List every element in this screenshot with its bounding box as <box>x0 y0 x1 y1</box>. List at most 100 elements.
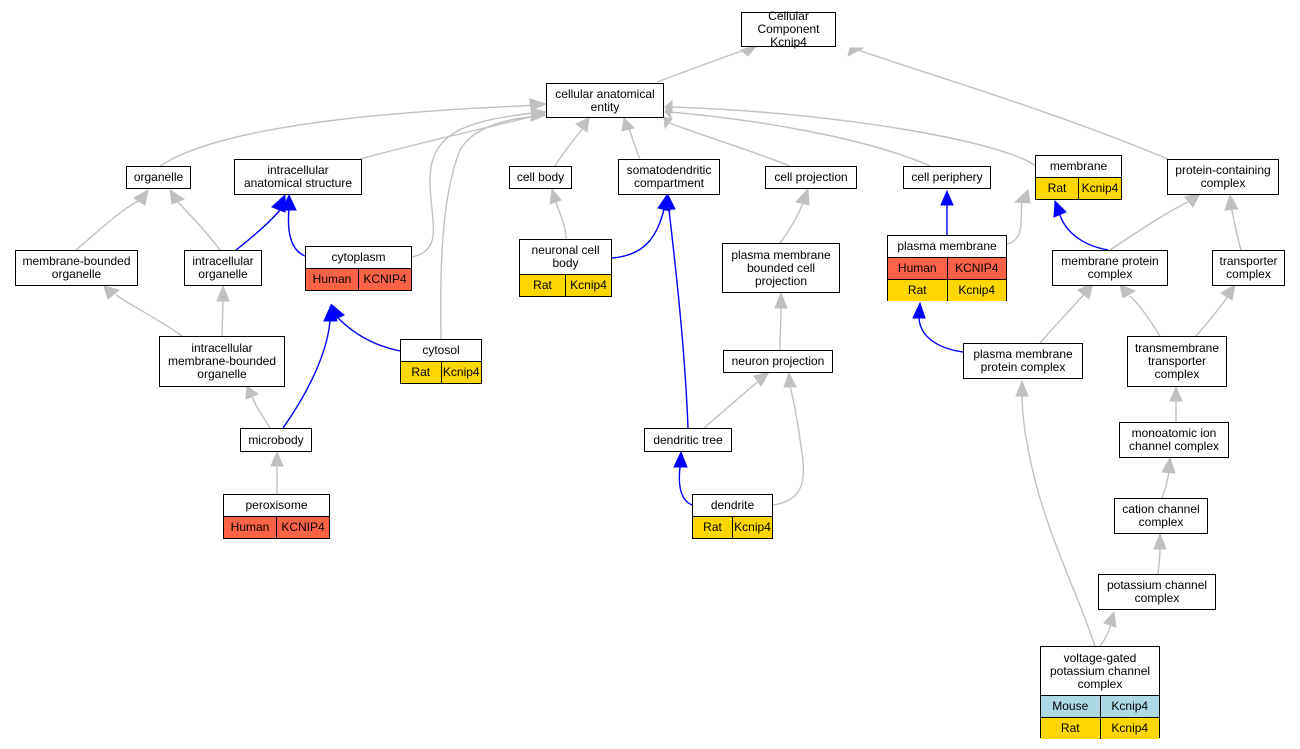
node-microbody[interactable]: microbody <box>240 428 312 452</box>
node-label: neuronal cell body <box>531 243 600 270</box>
node-plasma-membrane-bounded-cell-projection[interactable]: plasma membrane bounded cell projection <box>722 243 840 293</box>
edge-line <box>1161 470 1170 499</box>
node-potassium-channel-complex[interactable]: potassium channel complex <box>1098 574 1216 610</box>
node-cellular-component[interactable]: Cellular Component Kcnip4 <box>741 9 836 49</box>
edge-arrowhead <box>1224 193 1239 211</box>
gene-cell: Kcnip4 <box>440 362 482 383</box>
edge-arrowhead <box>673 450 688 468</box>
node-cellular-anatomical-entity[interactable]: cellular anatomical entity <box>546 83 664 118</box>
edge-line <box>1006 199 1023 245</box>
node-transporter-complex[interactable]: transporter complex <box>1212 250 1285 286</box>
edge-line <box>611 209 665 259</box>
edge-line <box>411 111 543 258</box>
node-label: Cellular Component Kcnip4 <box>757 9 820 49</box>
edge-arrowhead <box>753 371 771 387</box>
edge-line <box>669 122 791 167</box>
gene-cell: Kcnip4 <box>946 280 1007 301</box>
node-organelle[interactable]: organelle <box>126 166 191 189</box>
edge-arrowhead <box>1015 379 1029 397</box>
node-label: cellular anatomical entity <box>555 86 655 114</box>
gene-cell: KCNIP4 <box>358 269 411 290</box>
node-cation-channel-complex[interactable]: cation channel complex <box>1114 498 1208 534</box>
edge-arrowhead <box>774 291 788 309</box>
node-label: membrane protein complex <box>1061 254 1159 281</box>
edge-line <box>177 201 221 251</box>
edge-line <box>1059 214 1109 251</box>
node-label: organelle <box>133 170 184 184</box>
edge-line <box>115 294 183 337</box>
edge-line <box>554 126 585 167</box>
edge-line <box>779 306 782 351</box>
edge-line <box>287 208 306 257</box>
edge-arrowhead <box>662 193 676 211</box>
node-cell-body[interactable]: cell body <box>509 166 572 189</box>
node-label: cytosol <box>422 343 460 357</box>
node-intracellular-membrane-bounded-organelle[interactable]: intracellular membrane-bounded organelle <box>159 336 285 387</box>
node-monoatomic-ion-channel-complex[interactable]: monoatomic ion channel complex <box>1119 422 1229 458</box>
node-protein-containing-complex[interactable]: protein-containing complex <box>1167 159 1279 195</box>
node-plasma-membrane-protein-complex[interactable]: plasma membrane protein complex <box>963 343 1083 379</box>
node-label: intracellular organelle <box>192 254 254 281</box>
node-cell-periphery[interactable]: cell periphery <box>903 166 991 189</box>
edge-line <box>1099 624 1112 647</box>
edge-line <box>1195 295 1229 337</box>
edge-arrowhead <box>549 187 562 205</box>
edge-line <box>678 466 693 506</box>
node-label: cell body <box>516 170 565 184</box>
edge-arrowhead <box>133 189 149 206</box>
node-membrane-bounded-organelle[interactable]: membrane-bounded organelle <box>15 250 138 286</box>
node-dendritic-tree[interactable]: dendritic tree <box>644 428 732 452</box>
species-cell: Mouse <box>1052 699 1089 713</box>
edge-arrowhead <box>216 284 230 302</box>
edge-line <box>1157 547 1161 575</box>
edge-arrowhead <box>1220 284 1236 301</box>
node-membrane-protein-complex[interactable]: membrane protein complex <box>1052 250 1168 286</box>
species-cell: Human <box>230 520 270 534</box>
node-cytosol[interactable]: cytosol Rat Kcnip4 <box>400 339 482 384</box>
node-intracellular-organelle[interactable]: intracellular organelle <box>184 250 262 286</box>
node-somatodendritic-compartment[interactable]: somatodendritic compartment <box>618 159 720 195</box>
edge-arrowhead <box>1169 385 1183 402</box>
edge-line <box>703 379 761 429</box>
gene-cell: Kcnip4 <box>732 517 772 538</box>
node-label: membrane <box>1049 159 1108 173</box>
edge-line <box>779 202 804 244</box>
node-voltage-gated-potassium-channel-complex[interactable]: voltage-gated potassium channel complex … <box>1040 646 1160 739</box>
node-label: transmembrane transporter complex <box>1134 341 1220 381</box>
edge-line <box>857 49 1169 160</box>
node-cell-projection[interactable]: cell projection <box>765 166 857 189</box>
gene-cell: KCNIP4 <box>276 517 329 538</box>
species-cell: Rat <box>411 365 431 379</box>
edge-line <box>772 384 805 506</box>
edge-arrowhead <box>664 99 673 115</box>
edge-line <box>671 106 1037 167</box>
edge-arrowhead <box>1184 192 1201 208</box>
edge-arrowhead <box>530 109 548 122</box>
edge-arrowhead <box>330 303 345 322</box>
node-label: plasma membrane <box>897 239 997 253</box>
node-label: cytoplasm <box>331 250 386 264</box>
node-label: transporter complex <box>1219 254 1278 281</box>
edge-arrowhead <box>1153 532 1167 550</box>
node-neuron-projection[interactable]: neuron projection <box>723 350 833 373</box>
edge-line <box>1109 199 1193 251</box>
edge-arrowhead <box>245 385 260 400</box>
node-transmembrane-transporter-complex[interactable]: transmembrane transporter complex <box>1127 336 1227 387</box>
edge-arrowhead <box>1013 188 1031 204</box>
node-label: potassium channel complex <box>1106 578 1208 605</box>
edge-arrowhead <box>281 193 297 211</box>
node-intracellular-anatomical-structure[interactable]: intracellular anatomical structure <box>234 159 362 195</box>
